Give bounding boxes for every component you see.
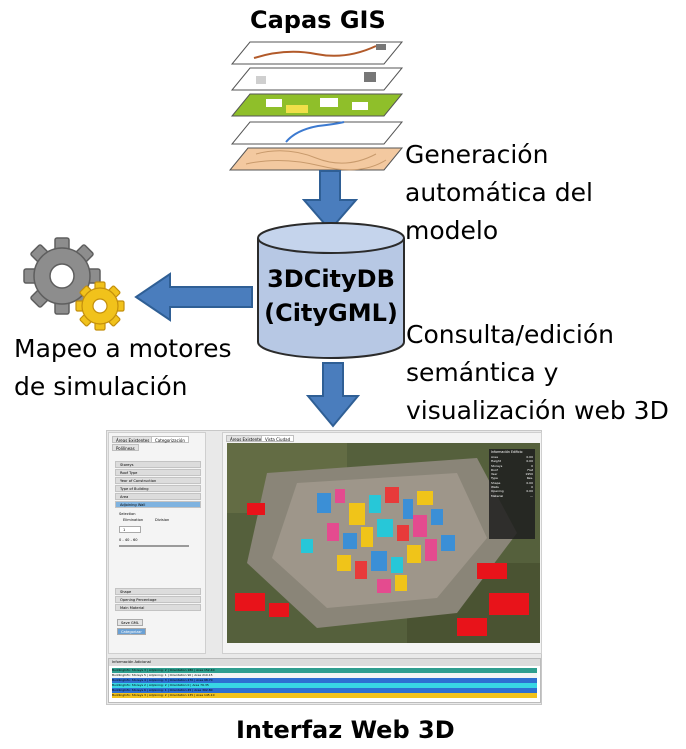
tab-polylines[interactable]: Polilíneas [112,444,139,451]
mapping-label: Mapeo a motores de simulación [14,330,232,406]
info-line: BuildingInfo: Storeys 5 | Adjoining: 1 |… [112,673,537,678]
gis-layers-icon [226,36,406,171]
row-type-building[interactable]: Type of Building [115,485,201,492]
red-buildings [235,503,529,636]
selection-label: Selection [119,512,136,516]
database-label: 3DCityDB (CityGML) [256,262,406,330]
query-label: Consulta/edición semántica y visualizaci… [406,316,669,430]
gis-layers-title: Capas GIS [250,6,386,34]
row-opening[interactable]: Opening Percentage [115,596,201,603]
arrow-down-icon [302,170,358,232]
categorize-button[interactable]: Categorizar [117,628,146,635]
left-panel: Áreas Existentes Categorización Polilíne… [108,432,206,654]
generation-line-1: Generación [405,140,549,169]
query-line-1: Consulta/edición [406,320,614,349]
mapping-line-2: de simulación [14,372,188,401]
database-cylinder-icon [256,222,406,360]
generation-line-3: modelo [405,216,499,245]
database-line-2: (CityGML) [264,299,398,327]
additional-info-panel: Información Adicional BuildingInfo: Stor… [108,658,541,703]
range-label: 0 - 40 - 60 [119,538,138,542]
legend-title: Información Edificio [491,450,523,454]
radio-elimination[interactable]: Elimination [123,518,144,522]
row-area[interactable]: Area [115,493,201,500]
tab-categorization[interactable]: Categorización [151,436,189,443]
row-storeys[interactable]: Storeys [115,461,201,468]
legend-row: Material— [491,493,533,498]
row-year[interactable]: Year of Construction [115,477,201,484]
row-adjoining-wall[interactable]: Adjoining Wall [115,501,201,508]
web-interface-title: Interfaz Web 3D [236,716,455,744]
info-line: BuildingInfo: Storeys 2 | Adjoining: 2 |… [112,683,537,688]
tab-existing-areas[interactable]: Áreas Existentes [112,436,154,443]
tab-city-view[interactable]: Vista Ciudad [261,435,295,442]
mapping-line-1: Mapeo a motores [14,334,232,363]
info-line: BuildingInfo: Storeys 4 | Adjoining: 3 |… [112,678,537,683]
gears-icon [20,236,130,334]
info-title: Información Adicional [109,659,540,666]
database-line-1: 3DCityDB [267,265,395,293]
arrow-left-icon [134,272,254,322]
info-line: BuildingInfo: Storeys 6 | Adjoining: 1 |… [112,688,537,693]
city-3d-view[interactable] [227,443,540,643]
query-line-2: semántica y [406,358,559,387]
generation-label: Generación automática del modelo [405,136,593,250]
row-material[interactable]: Main Material [115,604,201,611]
save-gml-button[interactable]: Save GML [117,619,143,626]
info-line: BuildingInfo: Storeys 3 | Adjoining: 2 |… [112,693,537,698]
range-slider[interactable] [119,545,189,547]
row-shape[interactable]: Shape [115,588,201,595]
row-roof-type[interactable]: Roof Type [115,469,201,476]
arrow-down-icon-2 [306,362,360,428]
generation-line-2: automática del [405,178,593,207]
city-buildings [301,487,455,593]
query-line-3: visualización web 3D [406,396,669,425]
adjoining-dropdown[interactable]: 1 [119,526,141,533]
info-line: BuildingInfo: Storeys 3 | Adjoining: 2 |… [112,668,537,673]
radio-division[interactable]: Division [155,518,170,522]
